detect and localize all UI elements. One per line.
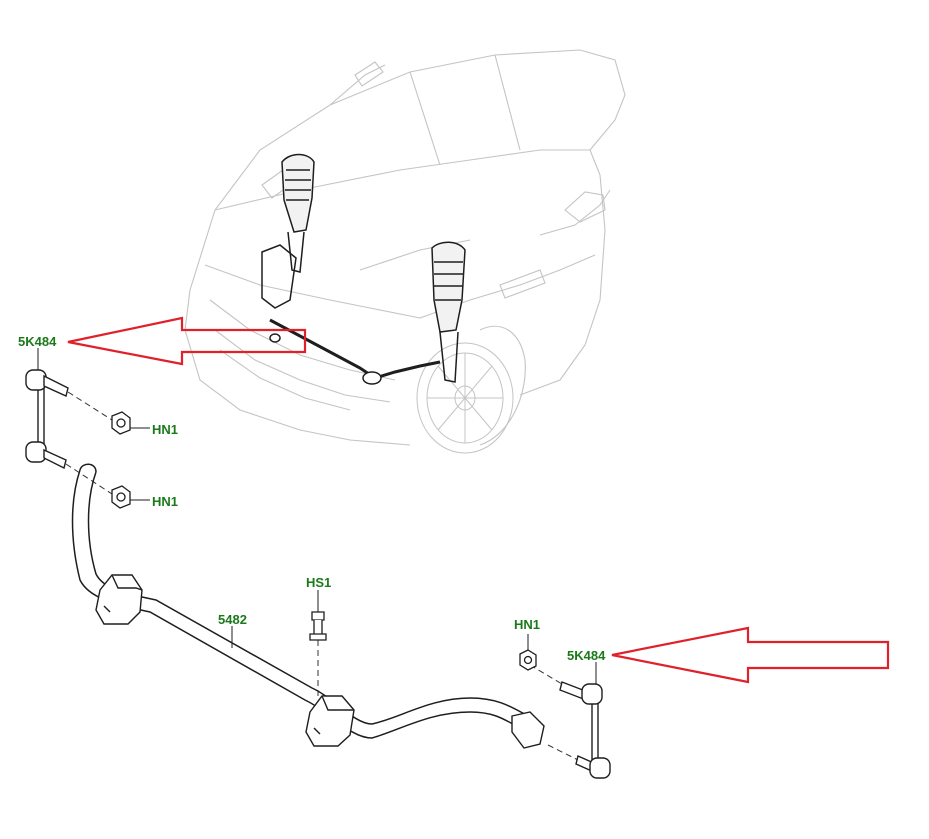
assembly-axis-lines	[65, 391, 579, 761]
vehicle-outline	[184, 49, 626, 446]
bushing-left	[95, 574, 143, 625]
red-outline-arrow-icon	[611, 626, 890, 684]
nut-hn1-upper	[111, 411, 131, 435]
left-stabilizer-link	[25, 369, 69, 470]
front-suspension-assembly	[261, 153, 466, 385]
callout-stabilizer-bar: 5482	[218, 612, 247, 627]
nut-hn1-lower	[111, 485, 131, 509]
bar-end-right	[511, 711, 545, 749]
front-wheel	[416, 342, 514, 454]
callout-nut-upper: HN1	[152, 422, 179, 437]
callout-link-left: 5K484	[18, 334, 57, 349]
callout-link-right: 5K484	[567, 648, 606, 663]
bushing-right	[305, 695, 355, 747]
callout-nut-right: HN1	[514, 617, 541, 632]
callout-bolt: HS1	[306, 575, 332, 590]
red-outline-arrow-icon	[67, 316, 307, 366]
right-stabilizer-link	[559, 681, 611, 779]
callout-nut-lower: HN1	[152, 494, 179, 509]
nut-hn1-right	[519, 649, 537, 671]
bolt-hs1	[309, 611, 327, 641]
